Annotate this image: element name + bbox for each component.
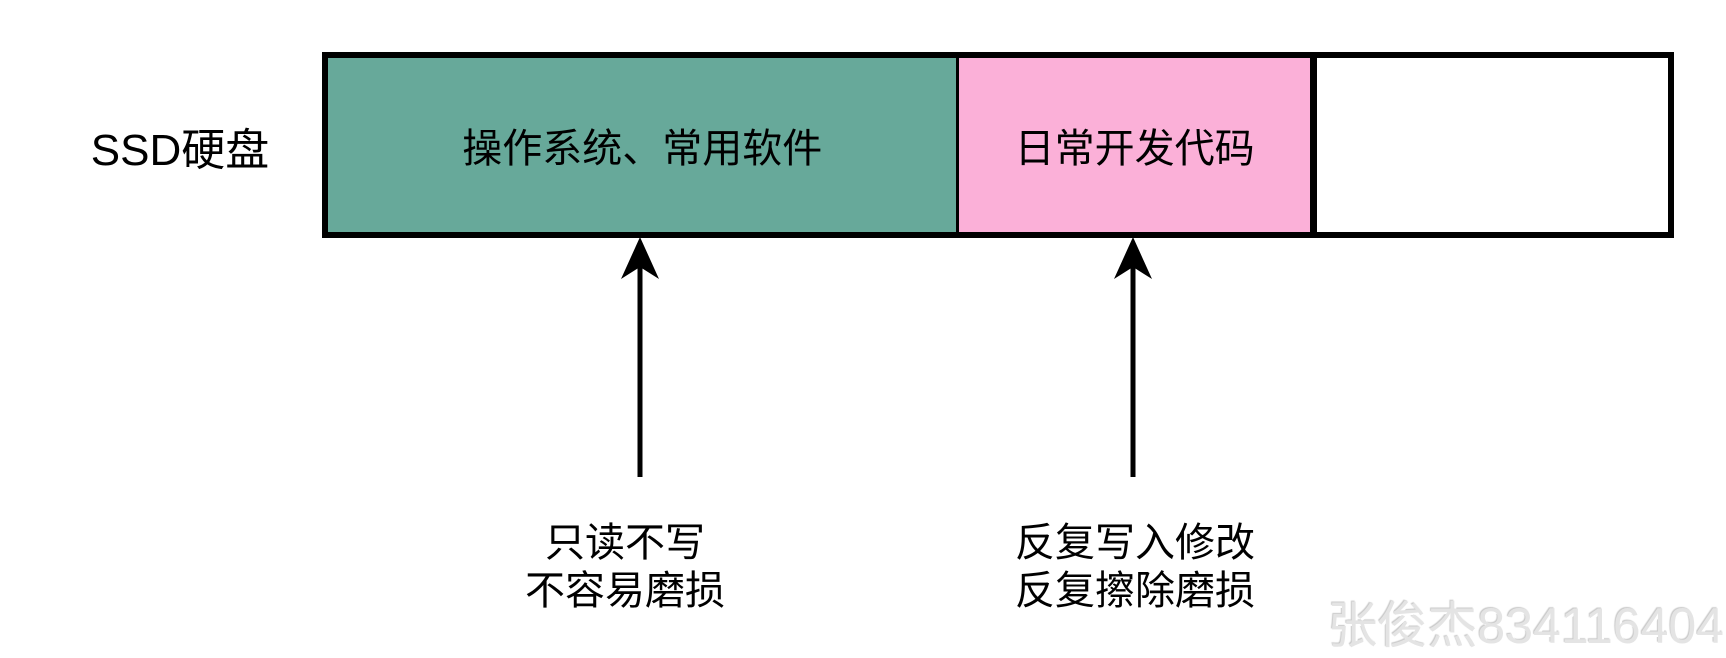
segment-os-software: 操作系统、常用软件 [328,58,957,232]
up-arrow-icon-dev [1114,237,1152,477]
watermark: 张俊杰834116404 [1327,598,1724,654]
up-arrow-icon-os [621,237,659,477]
segment-os-software-label: 操作系统、常用软件 [462,127,823,171]
segment-dev-code: 日常开发代码 [956,58,1317,232]
annotation-os: 只读不写 不容易磨损 [525,519,725,615]
segment-dev-code-label: 日常开发代码 [1014,127,1255,171]
segment-free-space [1316,58,1668,232]
annotation-os-line2: 不容易磨损 [525,569,725,613]
annotation-dev-line2: 反复擦除磨损 [1015,569,1255,613]
ssd-device-label: SSD硬盘 [90,126,270,175]
annotation-dev: 反复写入修改 反复擦除磨损 [1015,519,1255,615]
annotation-os-line1: 只读不写 [545,521,705,565]
ssd-bar: 操作系统、常用软件 日常开发代码 [322,52,1674,238]
annotation-dev-line1: 反复写入修改 [1015,521,1255,565]
